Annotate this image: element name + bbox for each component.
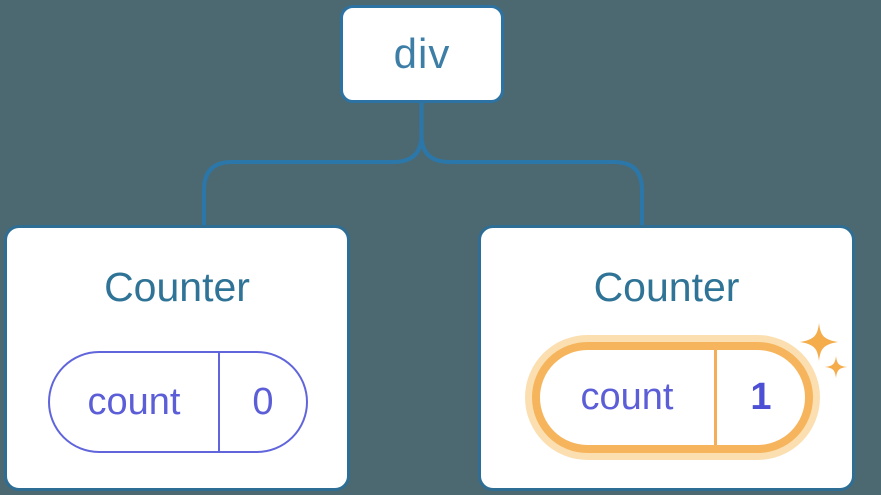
state-key-label: count: [87, 380, 181, 423]
connector-left-branch: [202, 103, 424, 227]
root-node-div: div: [340, 5, 504, 103]
state-pill: count 0: [48, 351, 308, 453]
card-title: Counter: [593, 264, 740, 310]
sparkle-icon: [800, 323, 847, 378]
state-key-label: count: [580, 376, 674, 418]
state-value: 0: [218, 353, 306, 451]
state-pill-highlighted: count 1: [532, 342, 813, 453]
connector-right-branch: [419, 103, 644, 227]
counter-card-left: Counter count 0: [4, 225, 350, 491]
state-value: 1: [714, 350, 805, 445]
card-title: Counter: [104, 264, 250, 310]
root-node-label: div: [393, 30, 451, 77]
counter-card-right: Counter count 1: [478, 225, 855, 491]
